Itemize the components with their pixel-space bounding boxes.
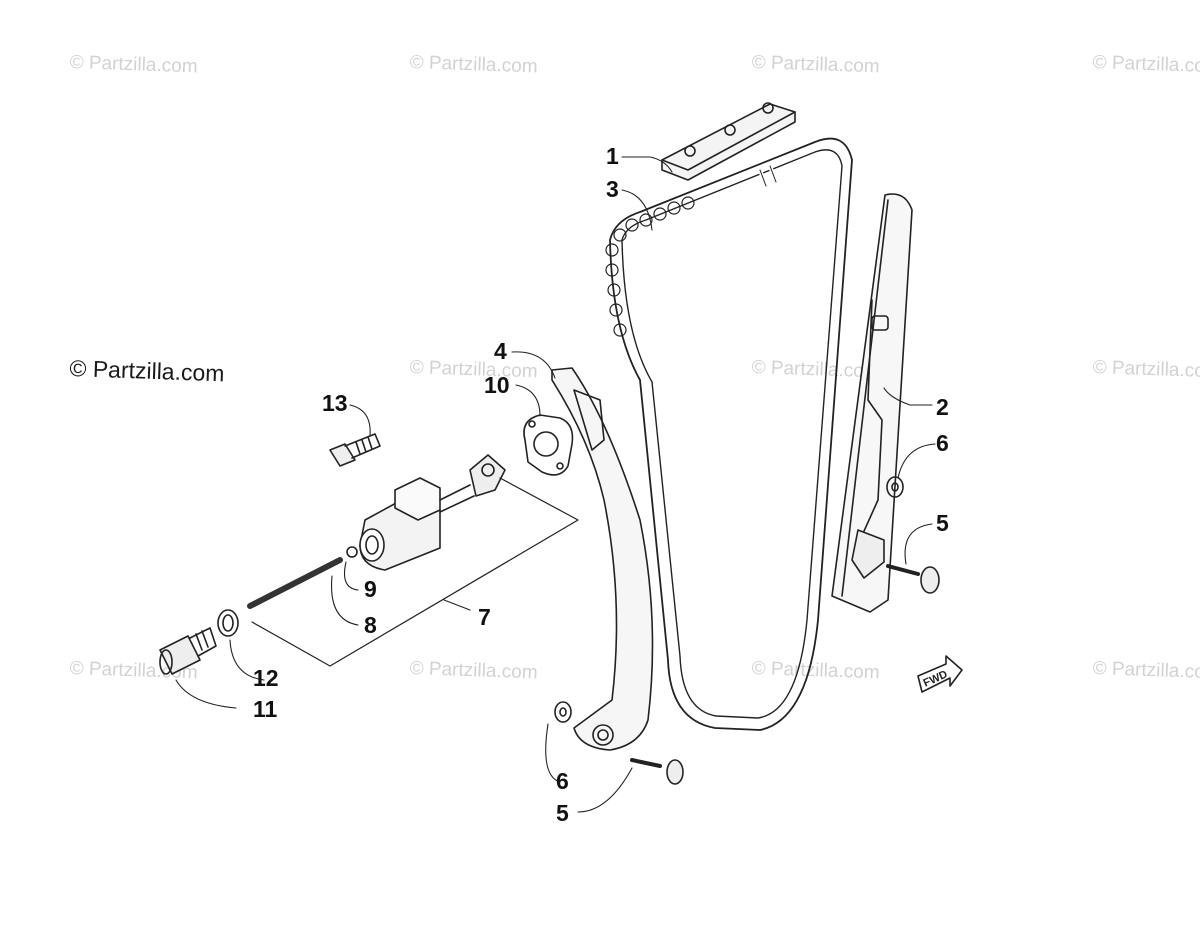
washer-lower [554, 701, 572, 723]
forward-arrow-icon [917, 655, 963, 693]
leader-lines [175, 156, 936, 813]
callout-12: 12 [253, 665, 279, 691]
callout-2: 2 [936, 394, 949, 420]
callout-6-upper: 6 [936, 430, 949, 456]
callout-7: 7 [478, 604, 491, 630]
callout-11: 11 [253, 696, 278, 722]
tensioner-guide [551, 367, 654, 751]
callout-10: 10 [484, 372, 510, 398]
chain-guide-upper [661, 102, 796, 181]
bolt-13 [329, 433, 381, 467]
timing-chain [605, 137, 853, 731]
check-ball [346, 546, 358, 558]
callout-6-lower: 6 [556, 768, 569, 794]
bolt-upper [886, 564, 940, 594]
callout-8: 8 [364, 612, 377, 638]
callout-5-upper: 5 [936, 510, 949, 536]
chain-guide-right [831, 193, 913, 613]
washer-upper [886, 476, 904, 498]
gasket [523, 414, 574, 476]
bolt-lower [630, 758, 684, 785]
tensioner-body [359, 454, 506, 571]
assembly-bracket [251, 477, 579, 667]
callout-5-lower: 5 [556, 800, 569, 826]
callout-13: 13 [322, 390, 348, 416]
plug-bolt [159, 627, 217, 675]
callout-4: 4 [494, 338, 507, 364]
spring [247, 557, 343, 611]
callout-3: 3 [606, 176, 619, 202]
callout-1: 1 [606, 143, 619, 169]
callout-9: 9 [364, 576, 377, 602]
washer [217, 609, 239, 637]
